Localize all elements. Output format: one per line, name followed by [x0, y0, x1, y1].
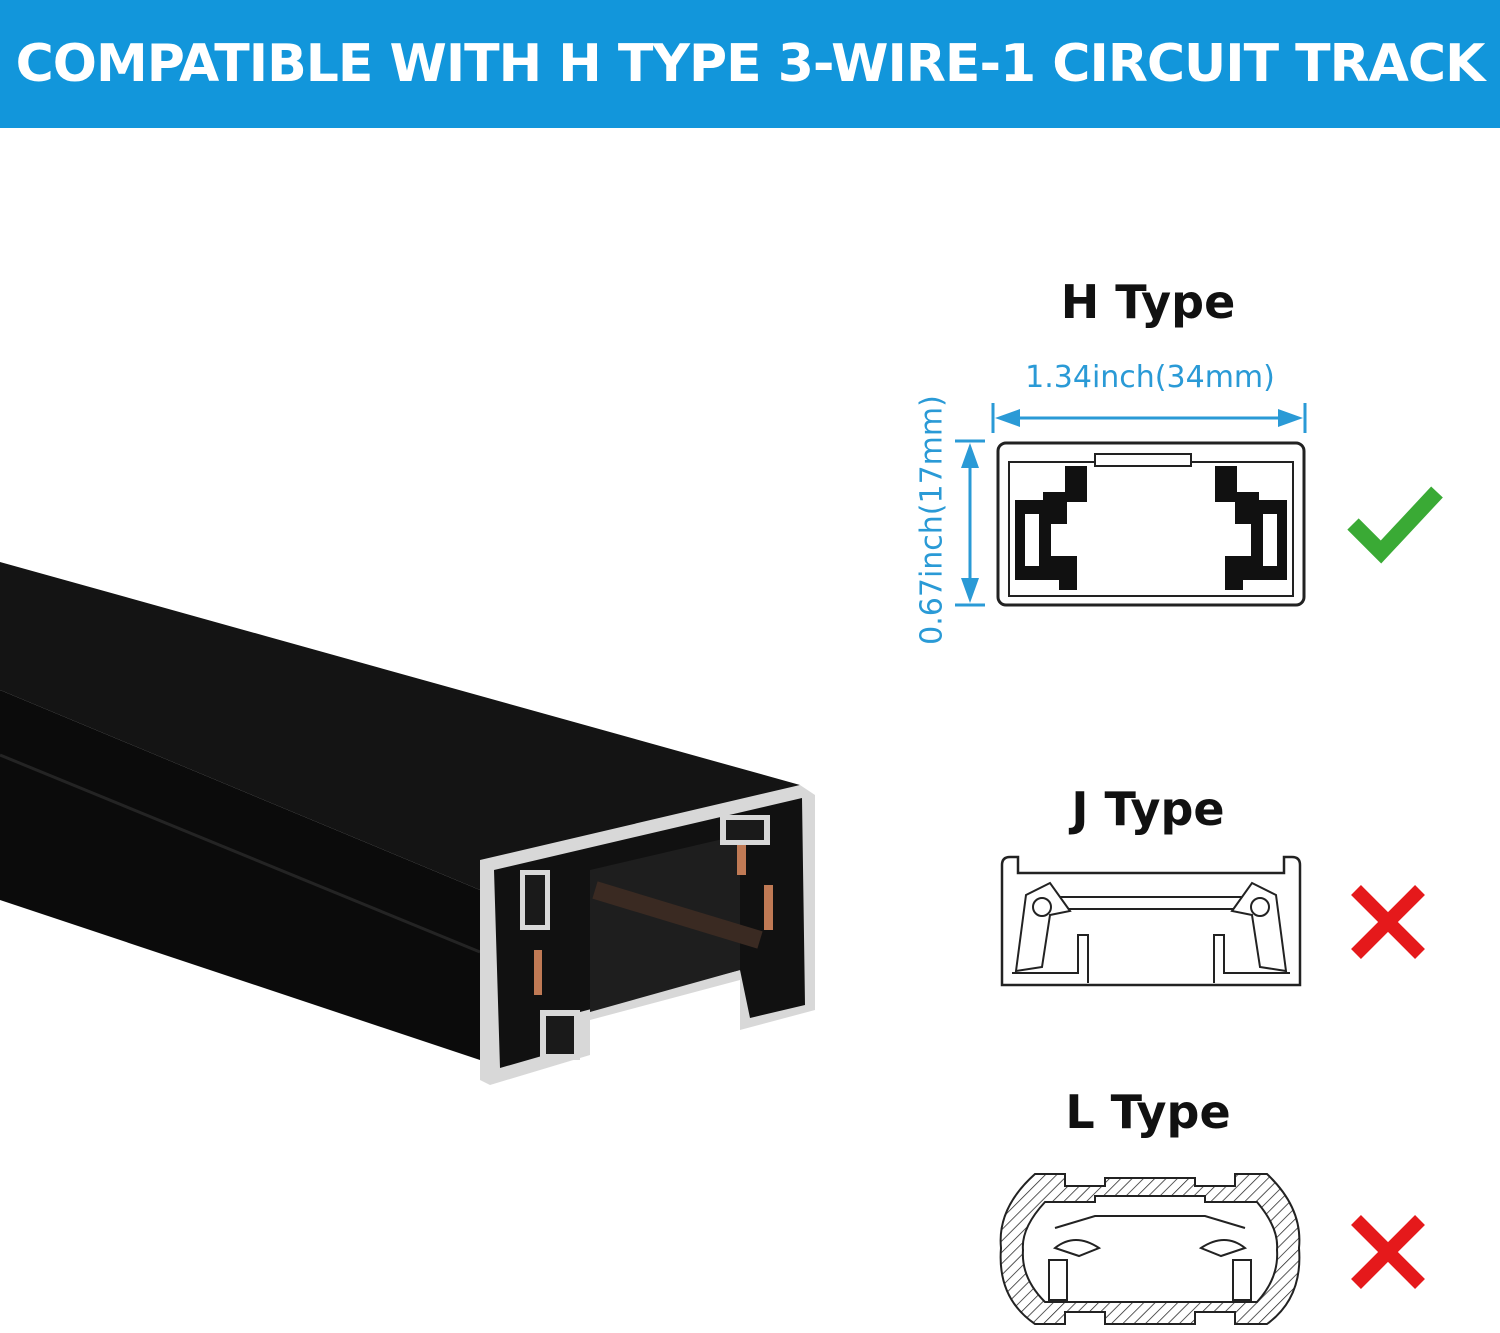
width-dimension-label: 1.34inch(34mm) [1025, 360, 1275, 395]
h-type-profile-diagram [996, 441, 1306, 607]
j-type-profile-diagram [1000, 855, 1302, 987]
header-banner: COMPATIBLE WITH H TYPE 3-WIRE-1 CIRCUIT … [0, 0, 1500, 128]
height-dimension-label: 0.67inch(17mm) [914, 395, 950, 645]
height-dimension-arrow [955, 439, 985, 607]
width-dimension-arrow [991, 403, 1307, 433]
checkmark-icon [1347, 486, 1443, 564]
l-type-profile-diagram [999, 1173, 1301, 1325]
l-type-label: L Type [1065, 1085, 1231, 1139]
j-type-label: J Type [1071, 782, 1225, 836]
banner-title: COMPATIBLE WITH H TYPE 3-WIRE-1 CIRCUIT … [15, 34, 1486, 94]
track-product-image [0, 562, 815, 1085]
h-type-label: H Type [1060, 275, 1236, 329]
cross-icon [1351, 885, 1425, 959]
cross-icon [1351, 1215, 1425, 1289]
